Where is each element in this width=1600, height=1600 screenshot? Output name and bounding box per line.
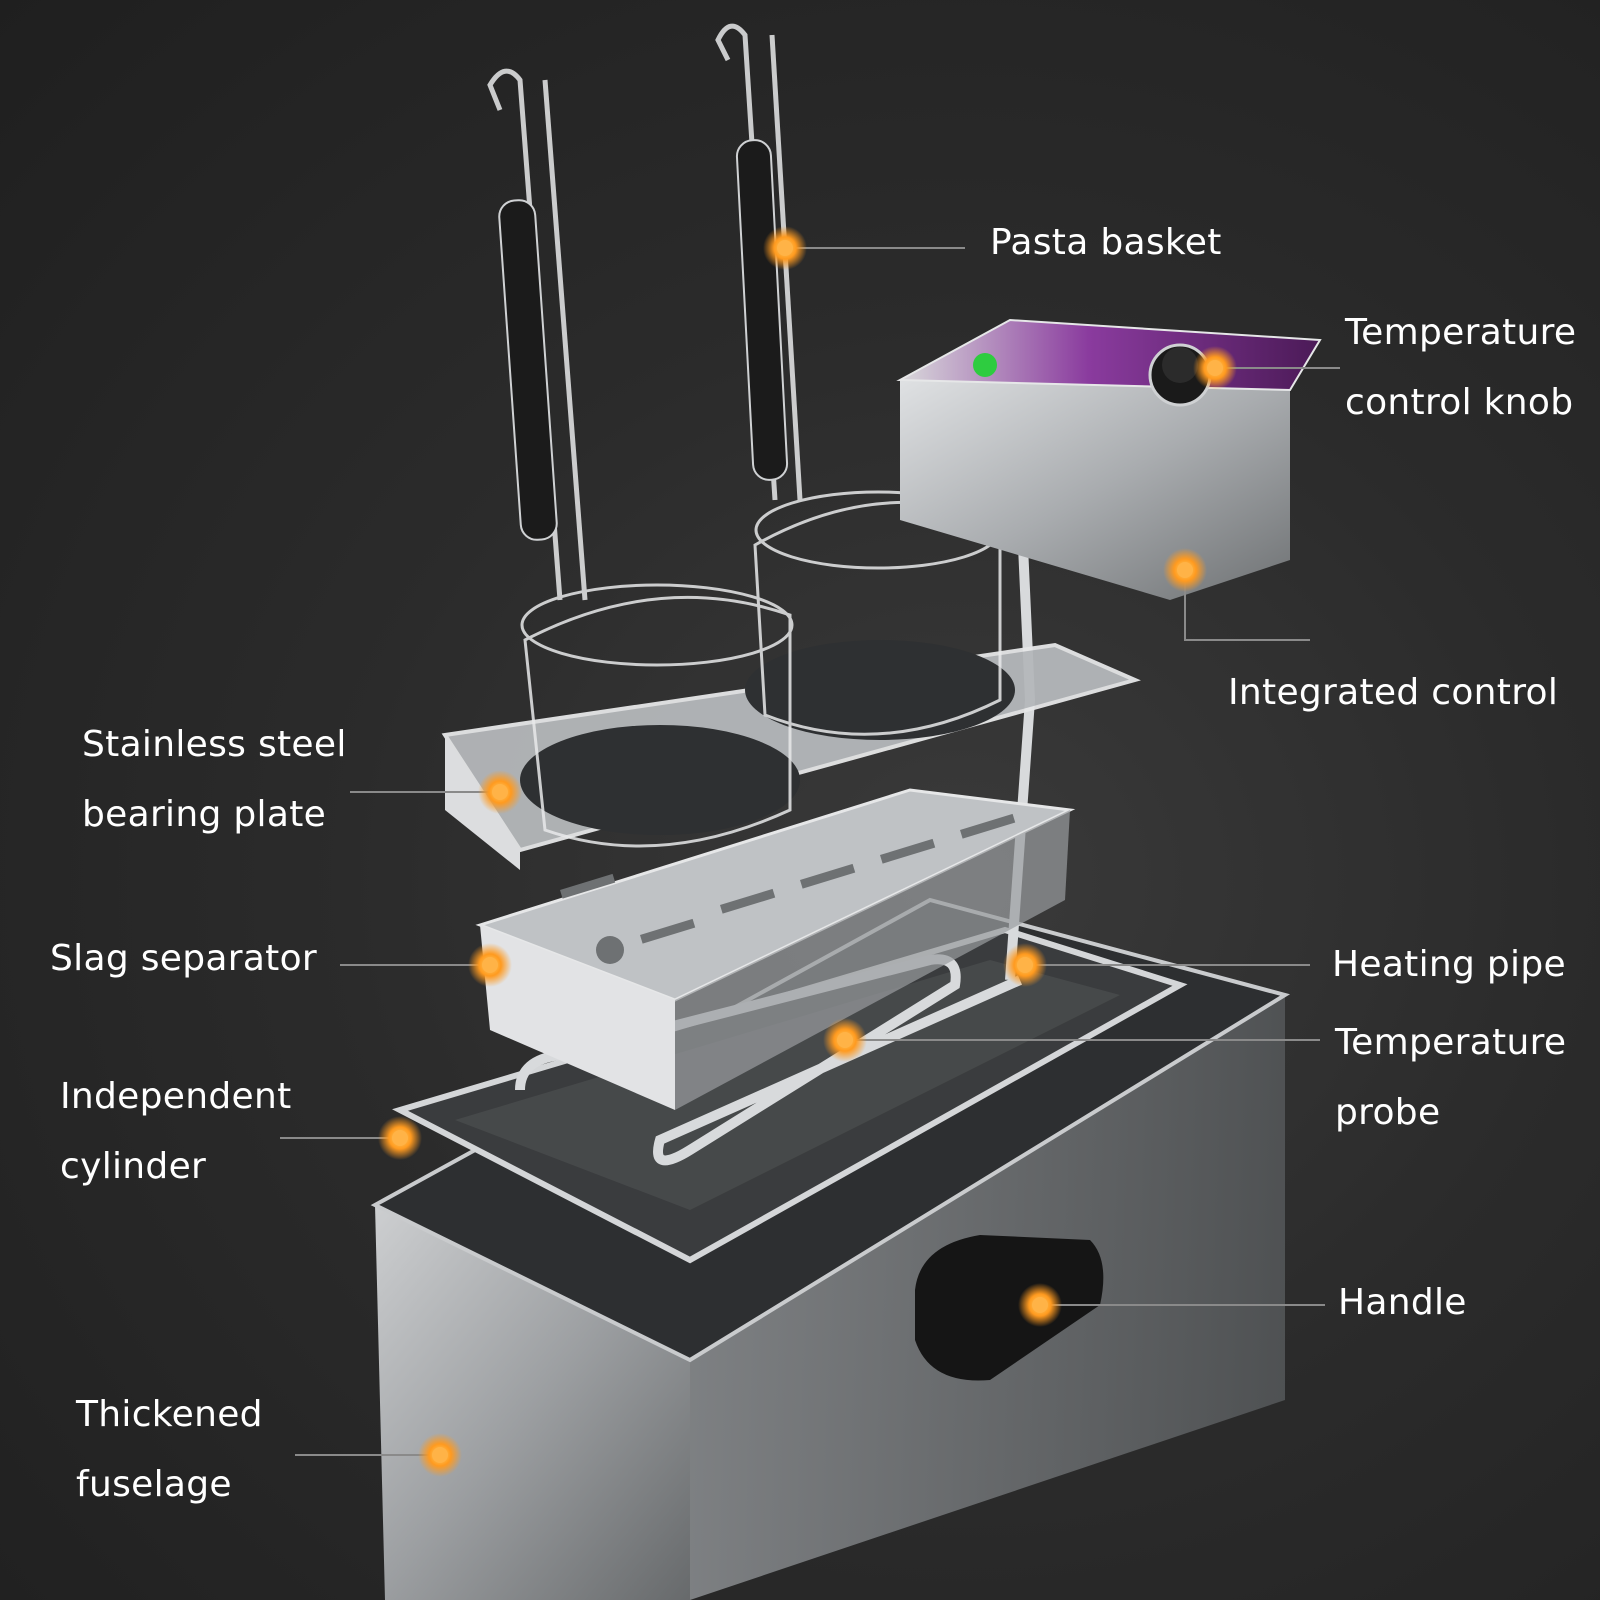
- control-box-shape: [896, 318, 1322, 600]
- label-temperature-control-knob: Temperature control knob: [1345, 298, 1576, 438]
- label-temperature-probe: Temperature probe: [1335, 1008, 1566, 1148]
- label-handle: Handle: [1338, 1268, 1467, 1338]
- label-line: Pasta basket: [990, 222, 1222, 263]
- label-line: cylinder: [60, 1146, 207, 1187]
- label-line: Heating pipe: [1332, 944, 1566, 985]
- label-line: Slag separator: [50, 938, 318, 979]
- label-line: bearing plate: [82, 794, 327, 835]
- label-slag-separator: Slag separator: [50, 924, 317, 994]
- label-line: Stainless steel: [82, 724, 347, 765]
- label-line: control knob: [1345, 382, 1574, 423]
- label-independent-cylinder: Independent cylinder: [60, 1062, 291, 1202]
- label-line: probe: [1335, 1092, 1441, 1133]
- callout-dots: [378, 226, 1237, 1477]
- handle-shape: [915, 1235, 1104, 1381]
- basket-handle-grips: [498, 139, 789, 541]
- label-line: Integrated control: [1228, 672, 1559, 713]
- callout-lines: [280, 247, 1340, 1456]
- label-line: Temperature: [1345, 312, 1577, 353]
- label-line: Temperature: [1335, 1022, 1567, 1063]
- label-heating-pipe: Heating pipe: [1332, 930, 1566, 1000]
- label-integrated-control: Integrated control: [1228, 658, 1558, 728]
- label-line: Independent: [60, 1076, 292, 1117]
- label-pasta-basket: Pasta basket: [990, 208, 1222, 278]
- label-stainless-steel-bearing-plate: Stainless steel bearing plate: [82, 710, 347, 850]
- label-line: fuselage: [76, 1464, 232, 1505]
- label-thickened-fuselage: Thickened fuselage: [76, 1380, 263, 1520]
- label-line: Handle: [1338, 1282, 1467, 1323]
- label-line: Thickened: [76, 1394, 263, 1435]
- slag-separator-shape: [475, 788, 1076, 1110]
